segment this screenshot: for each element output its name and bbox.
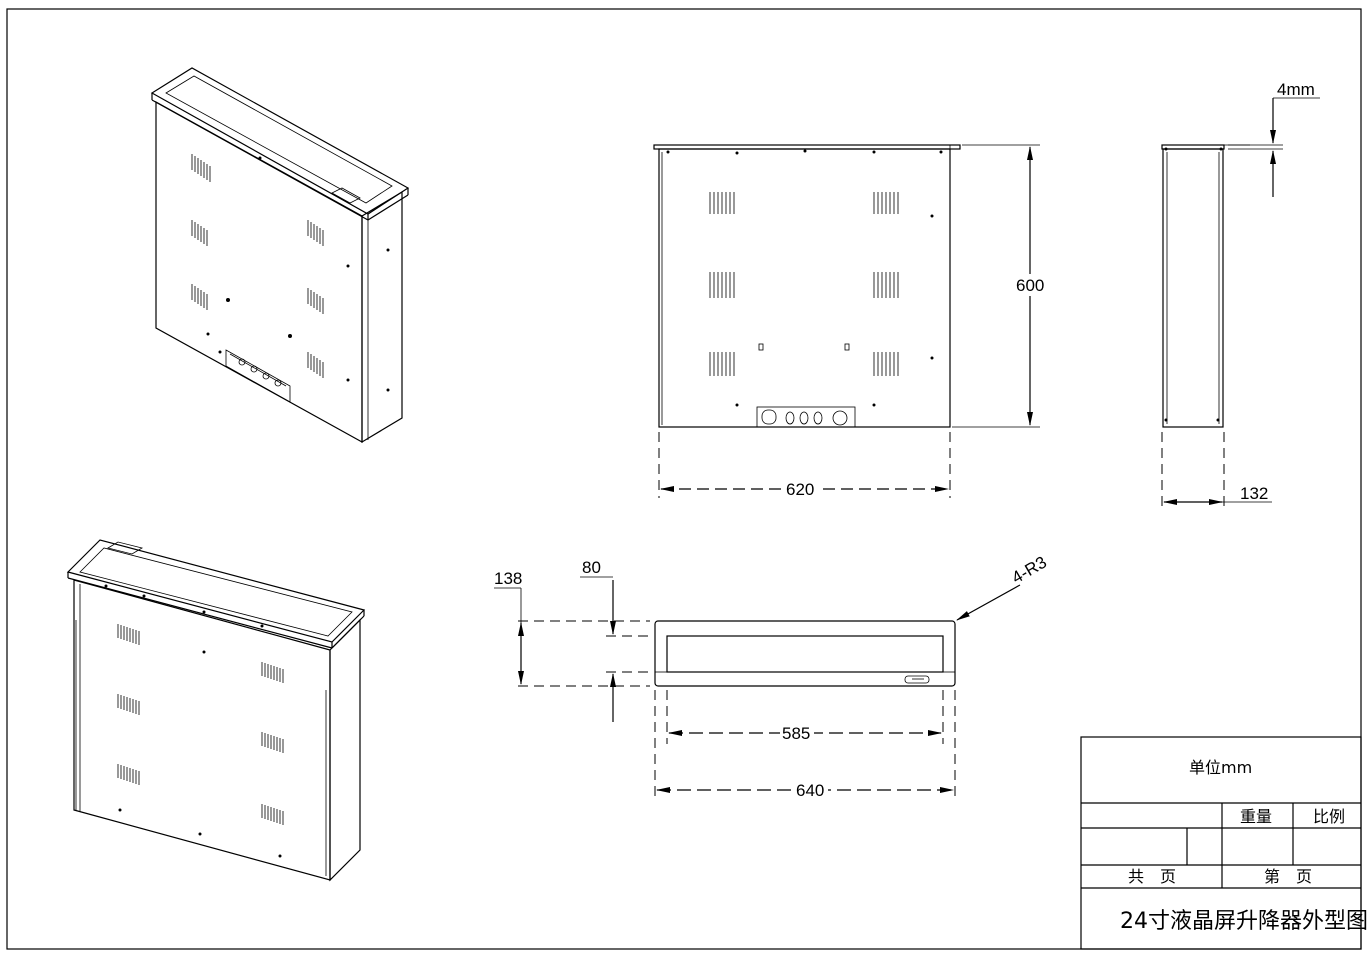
dim-side-width: 132	[1240, 484, 1268, 503]
dim-top-outer-width: 640	[796, 781, 824, 800]
dim-lid-thickness: 4mm	[1277, 80, 1315, 99]
isometric-view-back	[150, 67, 410, 444]
top-view	[494, 576, 1021, 798]
weight-label: 重量	[1240, 807, 1272, 826]
dim-front-width: 620	[786, 480, 814, 499]
dim-front-height: 600	[1016, 276, 1044, 295]
dim-top-depth: 138	[494, 569, 522, 588]
isometric-view-front	[66, 539, 366, 882]
drawing-title: 24寸液晶屏升降器外型图	[1120, 909, 1368, 934]
dim-corner-radius: 4-R3	[1009, 553, 1050, 588]
page-number-label: 第 页	[1264, 867, 1312, 886]
side-view	[1161, 97, 1320, 510]
front-view	[653, 144, 1040, 498]
drawing-border	[6, 8, 1362, 950]
total-pages-label: 共 页	[1128, 867, 1176, 886]
dim-top-inner: 80	[582, 558, 601, 577]
scale-label: 比例	[1313, 807, 1345, 826]
unit-label: 单位mm	[1189, 758, 1252, 777]
dim-top-inner-width: 585	[782, 724, 810, 743]
title-block	[1080, 736, 1362, 950]
